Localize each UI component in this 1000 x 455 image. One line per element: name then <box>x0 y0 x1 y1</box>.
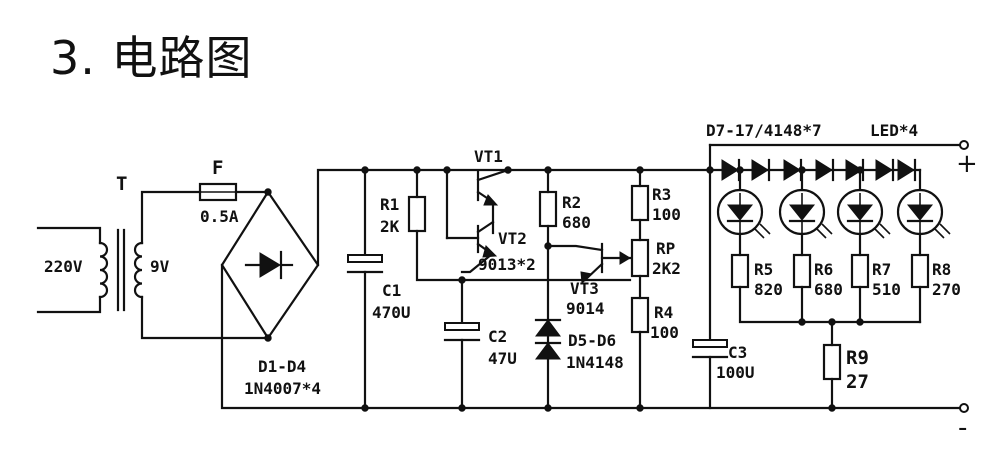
label-secondary: 9V <box>150 257 170 276</box>
label-r8: R8 <box>932 260 951 279</box>
label-rp: RP <box>656 239 675 258</box>
transistor-vt2 <box>445 220 498 274</box>
resistor-r7 <box>850 253 870 326</box>
label-r7: R7 <box>872 260 891 279</box>
resistor-r6 <box>792 253 812 326</box>
label-r6: R6 <box>814 260 833 279</box>
label-fuse-rating: 0.5A <box>200 207 239 226</box>
label-d56-part: 1N4148 <box>566 353 624 372</box>
capacitor-c1 <box>346 166 384 412</box>
label-r5: R5 <box>754 260 773 279</box>
bridge-rectifier <box>220 168 962 410</box>
label-r5-value: 820 <box>754 280 783 299</box>
transistor-vt3 <box>546 242 632 285</box>
led-2 <box>778 168 833 257</box>
terminal-positive: + <box>956 149 978 179</box>
label-r3-value: 100 <box>652 205 681 224</box>
label-r8-value: 270 <box>932 280 961 299</box>
label-vt3: VT3 <box>570 279 599 298</box>
label-r1-value: 2K <box>380 217 400 236</box>
transformer-secondary <box>133 190 270 340</box>
label-vt12-part: 9013*2 <box>478 255 536 274</box>
label-c3: C3 <box>728 343 747 362</box>
led-3 <box>836 168 891 257</box>
label-r4-value: 100 <box>650 323 679 342</box>
transistor-vt1 <box>443 166 512 240</box>
label-bridge: D1-D4 <box>258 357 306 376</box>
label-rp-value: 2K2 <box>652 259 681 278</box>
potentiometer-rp <box>619 238 650 300</box>
label-transformer: T <box>116 173 127 195</box>
label-d56: D5-D6 <box>568 331 616 350</box>
label-r9: R9 <box>846 347 869 369</box>
fuse <box>198 182 270 202</box>
label-c1: C1 <box>382 281 401 300</box>
label-c1-value: 470U <box>372 303 411 322</box>
label-mains: 220V <box>44 257 83 276</box>
resistor-r2 <box>538 166 558 250</box>
terminal-negative: - <box>958 413 967 443</box>
resistor-r1 <box>407 166 632 282</box>
capacitor-c3 <box>691 166 729 410</box>
led-4 <box>896 168 951 257</box>
label-fuse: F <box>212 157 223 179</box>
label-r2-value: 680 <box>562 213 591 232</box>
label-diode-string: D7-17/4148*7 <box>706 121 822 140</box>
output-rails <box>708 140 969 413</box>
label-c3-value: 100U <box>716 363 755 382</box>
transformer-core <box>116 228 126 312</box>
page-heading: 3. 电路图 <box>50 31 253 85</box>
resistor-r8 <box>910 253 930 324</box>
led-1 <box>716 168 771 257</box>
resistor-r3 <box>630 166 650 242</box>
label-bridge-part: 1N4007*4 <box>244 379 321 398</box>
label-led-count: LED*4 <box>870 121 918 140</box>
label-r9-value: 27 <box>846 371 869 393</box>
label-r7-value: 510 <box>872 280 901 299</box>
label-c2: C2 <box>488 327 507 346</box>
label-r1: R1 <box>380 195 399 214</box>
label-r4: R4 <box>654 303 673 322</box>
label-c2-value: 47U <box>488 349 517 368</box>
label-vt1: VT1 <box>474 147 503 166</box>
label-vt2: VT2 <box>498 229 527 248</box>
label-r6-value: 680 <box>814 280 843 299</box>
mains-input <box>36 226 109 314</box>
label-vt3-part: 9014 <box>566 299 605 318</box>
resistor-r9 <box>822 318 842 410</box>
resistor-r4 <box>630 296 650 412</box>
label-r2: R2 <box>562 193 581 212</box>
label-r3: R3 <box>652 185 671 204</box>
capacitor-c2 <box>443 276 481 412</box>
diode-string <box>708 158 922 182</box>
diodes-d5-d6 <box>534 244 562 412</box>
